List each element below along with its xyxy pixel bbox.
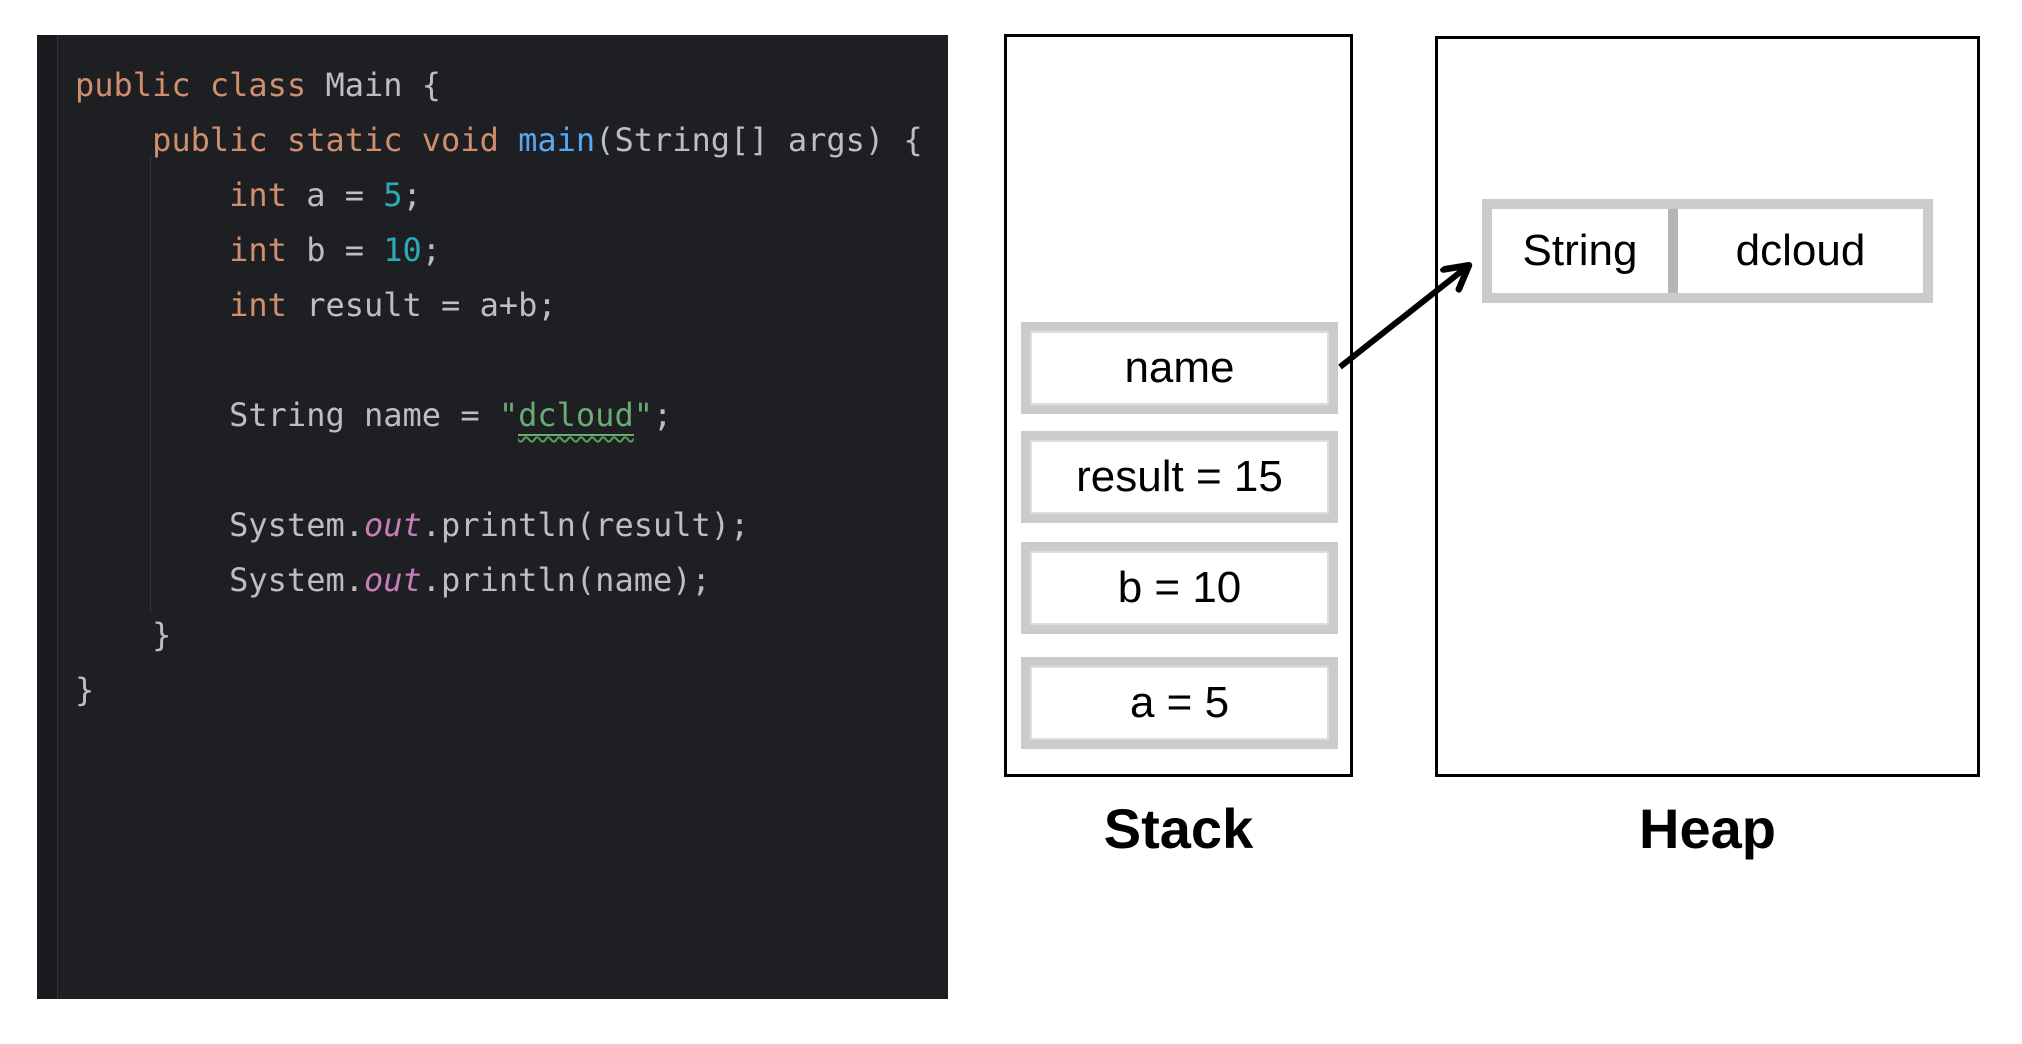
- code-token: int: [229, 286, 287, 324]
- code-token: System.: [75, 506, 364, 544]
- code-line: int b = 10;: [75, 223, 940, 278]
- stack-slot-b: b = 10: [1021, 542, 1338, 634]
- indent-guide-line: [150, 155, 151, 613]
- code-lines: public class Main { public static void m…: [75, 58, 940, 718]
- code-token: int: [229, 176, 287, 214]
- code-token: [75, 231, 229, 269]
- code-line: [75, 443, 940, 498]
- code-line: System.out.println(name);: [75, 553, 940, 608]
- code-line: int result = a+b;: [75, 278, 940, 333]
- code-token: String name =: [75, 396, 499, 434]
- code-token: main: [518, 121, 596, 159]
- heap-object-type: String: [1522, 226, 1638, 275]
- code-token: 10: [383, 231, 422, 269]
- code-token: int: [229, 231, 287, 269]
- code-line: public static void main(String[] args) {: [75, 113, 940, 168]
- code-token: public static void: [152, 121, 519, 159]
- code-token: }: [75, 671, 95, 709]
- code-token: System.: [75, 561, 364, 599]
- code-line: System.out.println(result);: [75, 498, 940, 553]
- code-token: [75, 121, 152, 159]
- code-token: b =: [286, 231, 384, 269]
- code-token: public class: [75, 66, 326, 104]
- code-token: [75, 176, 229, 214]
- code-line: }: [75, 608, 940, 663]
- heap-object-value: dcloud: [1735, 226, 1866, 275]
- code-editor-panel[interactable]: public class Main { public static void m…: [37, 35, 948, 999]
- code-token: result = a+b;: [286, 286, 557, 324]
- code-token: ;: [421, 231, 442, 269]
- code-token: ": [498, 396, 519, 434]
- code-token: Main {: [325, 66, 442, 104]
- stack-slot-name: name: [1021, 322, 1338, 414]
- code-token: a =: [286, 176, 384, 214]
- code-token: [75, 286, 229, 324]
- code-token: ;: [402, 176, 422, 214]
- code-token: }: [75, 616, 172, 654]
- stack-slot-a: a = 5: [1021, 657, 1338, 749]
- code-token: .println(name);: [421, 561, 711, 599]
- heap-label: Heap: [1639, 797, 1776, 860]
- code-token: ;: [652, 396, 673, 434]
- code-line: [75, 333, 940, 388]
- heap-box: [1435, 36, 1980, 777]
- code-line: int a = 5;: [75, 168, 940, 223]
- code-token: (String[] args) {: [595, 121, 923, 159]
- code-token: out: [363, 506, 422, 544]
- heap-string-object: String dcloud: [1482, 199, 1933, 303]
- heap-object-divider: [1668, 209, 1678, 293]
- typo-highlighted-token: dcloud: [518, 396, 634, 436]
- code-line: }: [75, 663, 940, 718]
- stack-label: Stack: [1103, 797, 1254, 860]
- code-token: out: [363, 561, 422, 599]
- code-line: public class Main {: [75, 58, 940, 113]
- code-token: .println(result);: [421, 506, 750, 544]
- code-token: ": [633, 396, 653, 434]
- stack-slot-result: result = 15: [1021, 431, 1338, 523]
- code-line: String name = "dcloud";: [75, 388, 940, 443]
- code-token: 5: [383, 176, 403, 214]
- editor-gutter: [37, 35, 58, 999]
